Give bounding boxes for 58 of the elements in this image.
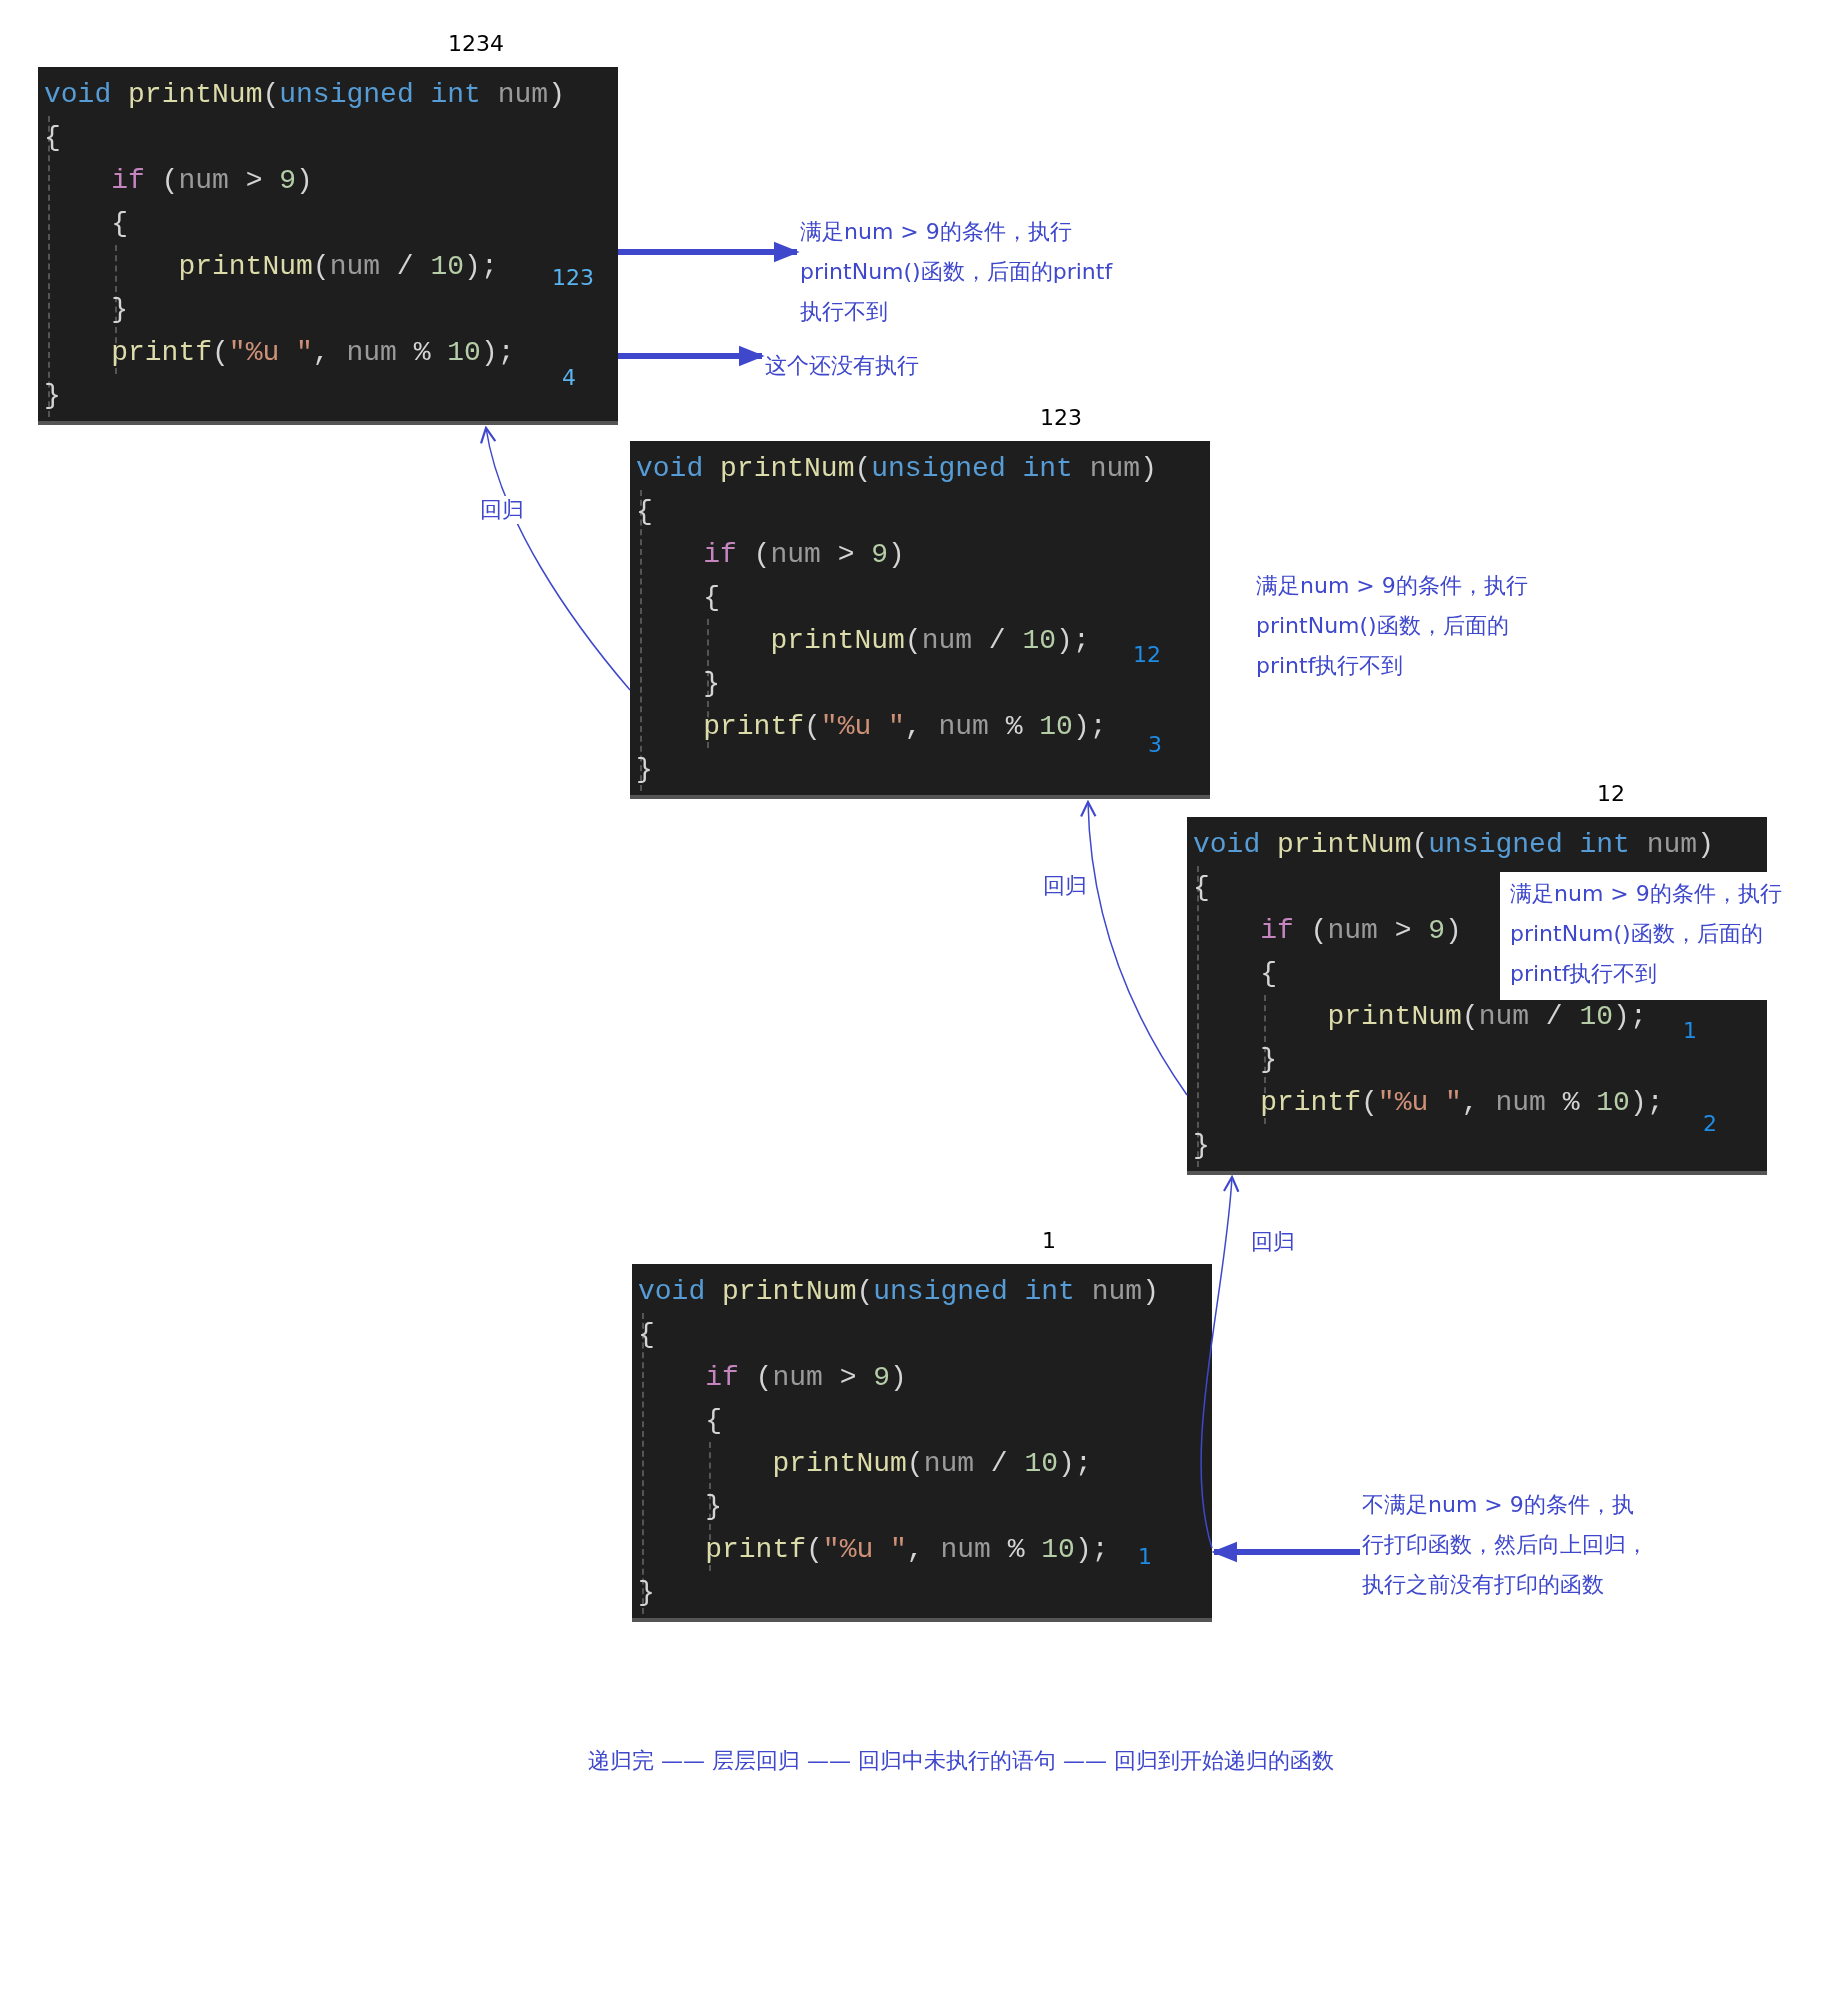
code-line: { — [1260, 957, 1277, 991]
annotation-text: 满足num > 9的条件，执行printNum()函数，后面的printf执行不到 — [1510, 880, 1783, 988]
code-panel — [630, 441, 1210, 799]
code-line: void printNum(unsigned int num) — [1193, 828, 1714, 862]
code-line: printf("%u ", num % 10); — [1260, 1086, 1664, 1120]
code-line: printNum(num / 10); — [1327, 1000, 1647, 1034]
code-line: } — [703, 667, 720, 701]
output-digit: 2 — [1703, 1110, 1717, 1138]
code-line: { — [705, 1404, 722, 1438]
code-line: printf("%u ", num % 10); — [703, 710, 1107, 744]
code-line: } — [111, 293, 128, 327]
code-line: { — [636, 495, 653, 529]
code-line: printNum(num / 10); — [178, 250, 498, 284]
output-digit: 1 — [1683, 1017, 1697, 1045]
code-line: } — [705, 1490, 722, 1524]
code-line: void printNum(unsigned int num) — [44, 78, 565, 112]
arrow — [618, 345, 765, 367]
argument-value: 1234 — [448, 30, 504, 58]
code-line: { — [638, 1318, 655, 1352]
code-line: if (num > 9) — [111, 164, 313, 198]
code-line: void printNum(unsigned int num) — [638, 1275, 1159, 1309]
output-digit: 3 — [1148, 731, 1162, 759]
argument-value: 1 — [1042, 1227, 1056, 1255]
arrow — [618, 241, 800, 263]
code-line: { — [703, 581, 720, 615]
code-line: if (num > 9) — [705, 1361, 907, 1395]
summary-text: 递归完 —— 层层回归 —— 回归中未执行的语句 —— 回归到开始递归的函数 — [588, 1747, 1334, 1775]
annotation-text: 这个还没有执行 — [765, 352, 919, 380]
code-line: if (num > 9) — [1260, 914, 1462, 948]
return-arrow — [1080, 800, 1188, 1096]
argument-value: 123 — [1040, 404, 1082, 432]
code-line: } — [638, 1576, 655, 1610]
code-line: { — [111, 207, 128, 241]
code-panel — [632, 1264, 1212, 1622]
code-line: printNum(num / 10); — [772, 1447, 1092, 1481]
code-line: void printNum(unsigned int num) — [636, 452, 1157, 486]
code-line: { — [44, 121, 61, 155]
code-line: printf("%u ", num % 10); — [705, 1533, 1109, 1567]
code-line: if (num > 9) — [703, 538, 905, 572]
return-arrow — [1200, 1175, 1240, 1549]
code-line: } — [636, 753, 653, 787]
output-digit: 123 — [552, 264, 594, 292]
code-line: printf("%u ", num % 10); — [111, 336, 515, 370]
code-panel — [38, 67, 618, 425]
output-digit: 12 — [1133, 641, 1161, 669]
annotation-text: 满足num > 9的条件，执行printNum()函数，后面的printf执行不到 — [800, 218, 1114, 326]
code-line: } — [1260, 1043, 1277, 1077]
arrow — [1211, 1541, 1360, 1563]
code-line: printNum(num / 10); — [770, 624, 1090, 658]
code-line: { — [1193, 871, 1210, 905]
annotation-text: 满足num > 9的条件，执行printNum()函数，后面的printf执行不到 — [1256, 572, 1529, 680]
code-line: } — [44, 379, 61, 413]
argument-value: 12 — [1597, 780, 1625, 808]
output-digit: 4 — [562, 364, 576, 392]
annotation-text: 不满足num > 9的条件，执行打印函数，然后向上回归，执行之前没有打印的函数 — [1362, 1491, 1649, 1599]
output-digit: 1 — [1138, 1543, 1152, 1571]
return-arrow — [480, 426, 631, 691]
code-line: } — [1193, 1129, 1210, 1163]
